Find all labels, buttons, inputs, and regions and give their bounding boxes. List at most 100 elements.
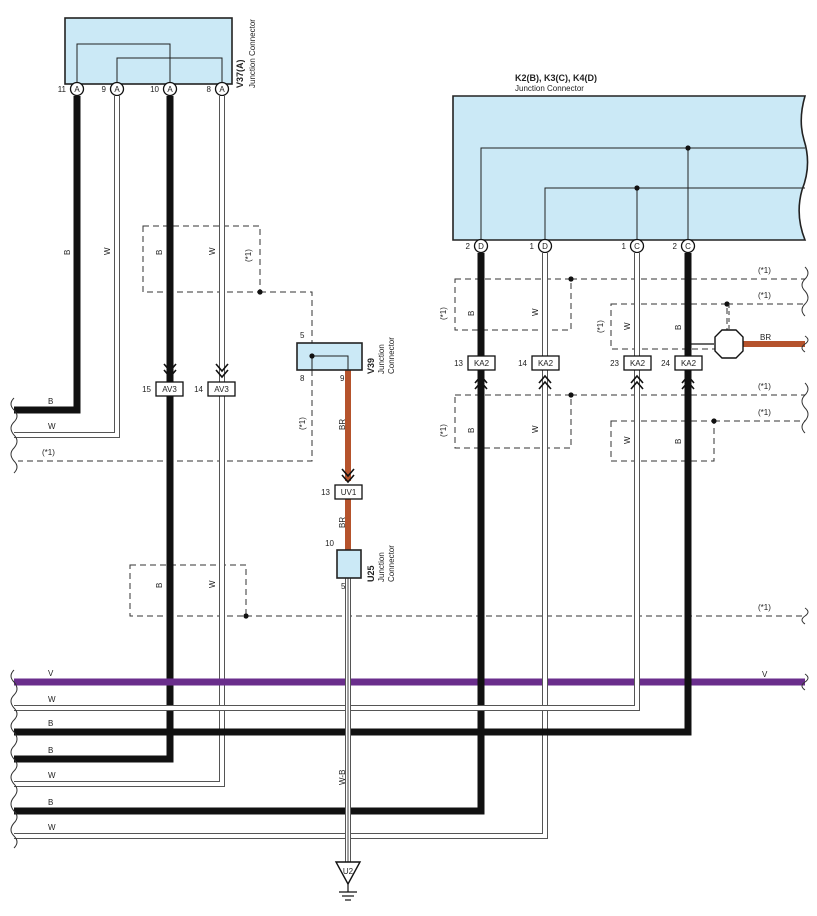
svg-text:BR: BR [338, 517, 347, 528]
v37-pin-8: A 8 [207, 81, 230, 97]
k-pin-2d: D 2 [466, 238, 489, 254]
av3-connector-15: AV3 15 [142, 381, 184, 397]
svg-text:B: B [48, 798, 53, 807]
svg-text:W: W [623, 436, 632, 444]
svg-text:B: B [674, 325, 683, 330]
svg-text:(*1): (*1) [42, 448, 55, 457]
v37-name: Junction Connector [248, 19, 257, 88]
svg-text:(*1): (*1) [439, 424, 448, 437]
v39-connector: 5 8 9 V39 Junction Connector [296, 331, 396, 383]
svg-text:14: 14 [194, 385, 203, 394]
svg-text:(*1): (*1) [244, 249, 253, 262]
av3-connector-14: AV3 14 [194, 381, 236, 397]
svg-text:W: W [208, 247, 217, 255]
svg-text:9: 9 [340, 374, 345, 383]
svg-text:24: 24 [661, 359, 670, 368]
wire-labels: B W B W (*1) (*1) BR BR W-B B W (*1) B W… [63, 247, 771, 785]
svg-text:Connector: Connector [387, 337, 396, 374]
wire-b-av3-15 [14, 396, 174, 763]
svg-text:2: 2 [466, 242, 471, 251]
v37-pin-number: 10 [150, 85, 159, 94]
arrow-av3-14 [215, 363, 229, 379]
ka2-connector-13: KA2 13 [454, 355, 496, 371]
svg-text:W: W [48, 823, 56, 832]
uv1-connector: UV1 13 [321, 484, 363, 500]
svg-text:W: W [48, 695, 56, 704]
svg-text:14: 14 [518, 359, 527, 368]
ka2-connector-24: KA2 24 [661, 355, 703, 371]
arrow-ka2-23 [630, 374, 644, 390]
left-bus-labels: B W (*1) V W B B W B W [42, 397, 56, 832]
svg-text:UV1: UV1 [341, 488, 357, 497]
svg-text:1: 1 [622, 242, 627, 251]
arrow-ka2-24 [681, 374, 695, 390]
svg-text:AV3: AV3 [214, 385, 229, 394]
svg-text:B: B [155, 250, 164, 255]
svg-text:5: 5 [300, 331, 305, 340]
svg-text:Junction: Junction [377, 344, 386, 374]
svg-text:KA2: KA2 [681, 359, 697, 368]
svg-text:BR: BR [338, 419, 347, 430]
svg-text:5: 5 [341, 582, 346, 591]
wire-w-v37-8 [14, 96, 225, 787]
arrow-uv1 [341, 468, 355, 484]
svg-text:W: W [48, 771, 56, 780]
ka2-connector-23: KA2 23 [610, 355, 652, 371]
v37-pin-number: 8 [207, 85, 212, 94]
svg-text:B: B [155, 583, 164, 588]
svg-text:15: 15 [142, 385, 151, 394]
svg-text:BR: BR [760, 333, 771, 342]
svg-text:B: B [467, 311, 476, 316]
svg-text:(*1): (*1) [758, 603, 771, 612]
svg-text:B: B [48, 719, 53, 728]
k-pin-2c: C 2 [673, 238, 696, 254]
v37-code: V37(A) [235, 59, 245, 88]
svg-text:Connector: Connector [387, 545, 396, 582]
svg-text:(*1): (*1) [758, 266, 771, 275]
svg-text:B: B [674, 439, 683, 444]
v37-pin-number: 11 [58, 85, 67, 94]
wire-b-v37-11 [14, 96, 81, 414]
svg-text:B: B [48, 397, 53, 406]
k-pin-1c: C 1 [622, 238, 645, 254]
u25-connector: 10 5 U25 Junction Connector [325, 539, 396, 591]
left-break-marks [10, 397, 18, 849]
svg-text:B: B [63, 250, 72, 255]
svg-text:2: 2 [673, 242, 678, 251]
v37-pin-10: A 10 [150, 81, 178, 97]
arrow-ka2-14 [538, 374, 552, 390]
svg-text:W: W [623, 322, 632, 330]
svg-text:8: 8 [300, 374, 305, 383]
svg-text:B: B [48, 746, 53, 755]
splice-octagon [714, 304, 744, 359]
wire-w-k1c [14, 253, 640, 711]
wire-w-v37-9 [14, 96, 120, 438]
v39-code: V39 [366, 358, 376, 374]
svg-text:13: 13 [454, 359, 463, 368]
v37-pin-letter: A [219, 85, 225, 94]
svg-text:C: C [685, 242, 691, 251]
v37-pin-11: A 11 [58, 81, 85, 97]
k-connector: D 2 D 1 C 1 C 2 K2(B), K3(C), K4(D) Junc… [452, 73, 809, 254]
svg-text:1: 1 [530, 242, 535, 251]
svg-text:KA2: KA2 [630, 359, 646, 368]
k-pin-1d: D 1 [530, 238, 553, 254]
v37-pin-letter: A [114, 85, 120, 94]
ground-u2-icon: U2 [334, 861, 362, 901]
arrow-av3-15 [163, 363, 177, 379]
k-code: K2(B), K3(C), K4(D) [515, 73, 597, 83]
svg-text:Junction: Junction [377, 552, 386, 582]
v37-connector: A 11 A 9 A 10 A 8 V37(A) Junction Connec… [58, 17, 257, 97]
svg-text:W: W [103, 247, 112, 255]
svg-text:13: 13 [321, 488, 330, 497]
v37-pin-letter: A [167, 85, 173, 94]
svg-text:KA2: KA2 [538, 359, 554, 368]
ka2-connector-14: KA2 14 [518, 355, 560, 371]
right-break-marks [801, 266, 809, 691]
v37-pin-9: A 9 [102, 81, 125, 97]
svg-text:V: V [48, 669, 54, 678]
svg-text:W: W [208, 580, 217, 588]
svg-text:D: D [478, 242, 484, 251]
svg-text:(*1): (*1) [758, 291, 771, 300]
